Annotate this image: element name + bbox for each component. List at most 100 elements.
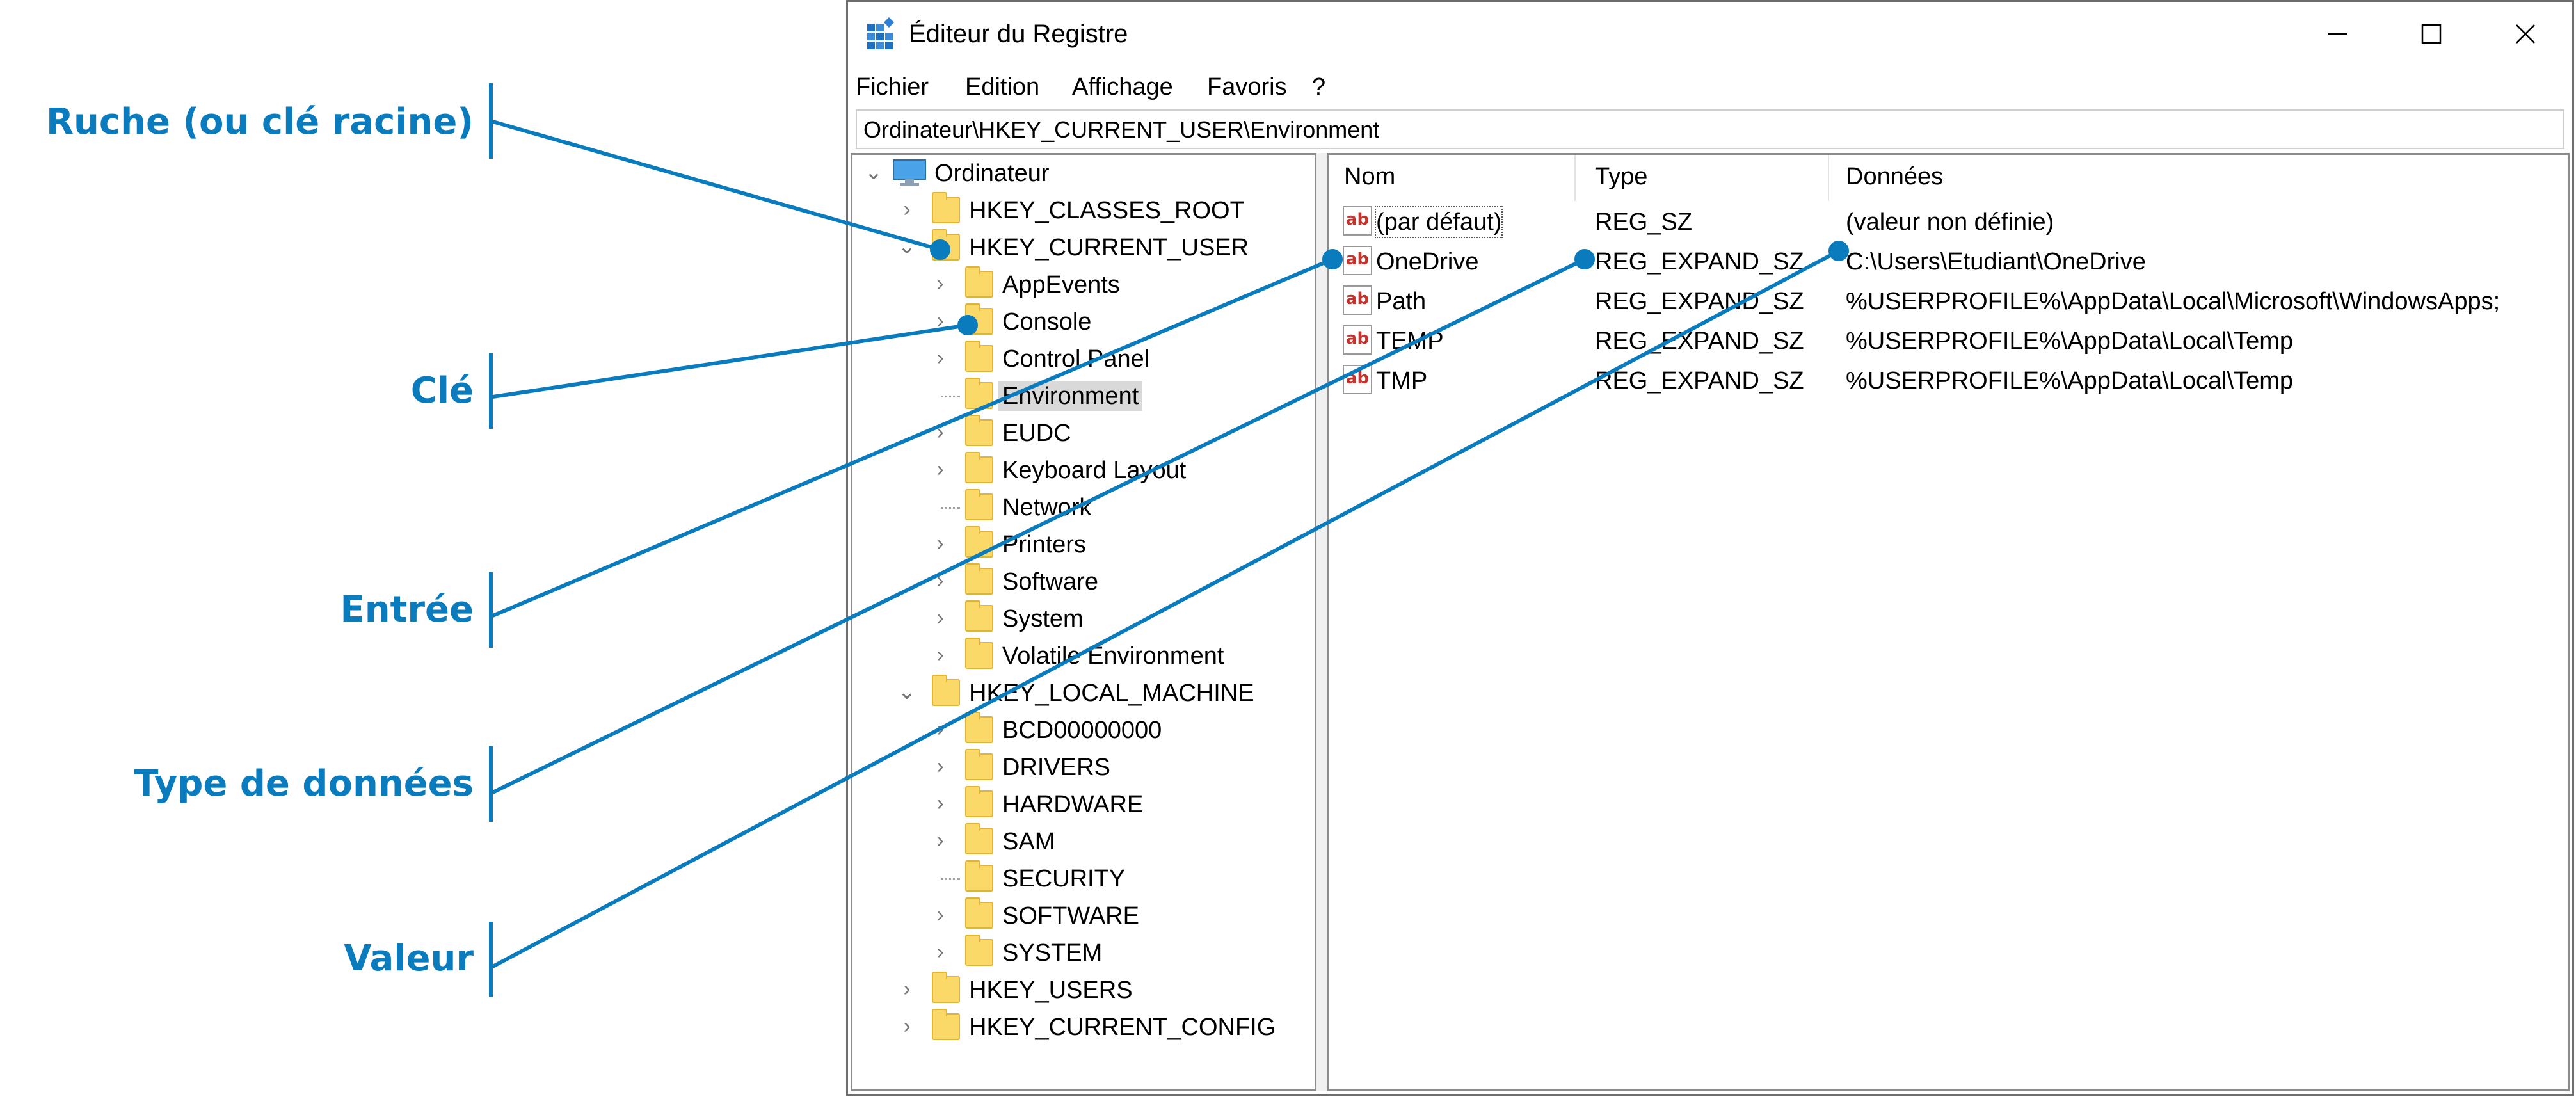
tree-node-key[interactable]: › Control Panel: [852, 341, 1315, 378]
tree-node-key[interactable]: › BCD00000000: [852, 712, 1315, 749]
value-row[interactable]: ab OneDrive REG_EXPAND_SZ C:\Users\Etudi…: [1329, 242, 2568, 282]
tree-node-key[interactable]: Network: [852, 489, 1315, 526]
folder-icon: [965, 935, 993, 966]
tree-label: SYSTEM: [1002, 940, 1103, 967]
tree-node-key[interactable]: › DRIVERS: [852, 749, 1315, 786]
tree-node-computer[interactable]: ⌄ Ordinateur: [852, 155, 1315, 192]
chevron-down-icon[interactable]: ⌄: [864, 160, 883, 184]
column-separator[interactable]: [1574, 155, 1576, 201]
chevron-right-icon[interactable]: ›: [936, 791, 944, 815]
tree-label: EUDC: [1002, 420, 1071, 447]
tree-label: HKEY_CLASSES_ROOT: [969, 197, 1245, 224]
value-row[interactable]: ab TEMP REG_EXPAND_SZ %USERPROFILE%\AppD…: [1329, 321, 2568, 361]
tree-connector: [941, 396, 960, 397]
menu-affichage[interactable]: Affichage: [1072, 74, 1173, 100]
tree-node-hive[interactable]: ⌄ HKEY_CURRENT_USER: [852, 229, 1315, 266]
string-value-icon: ab: [1343, 365, 1372, 394]
tree-node-hive[interactable]: › HKEY_CURRENT_CONFIG: [852, 1009, 1315, 1046]
tree-label: Control Panel: [1002, 346, 1150, 373]
menu-favoris[interactable]: Favoris: [1207, 74, 1287, 100]
close-button[interactable]: [2478, 2, 2572, 66]
tree-node-key[interactable]: › System: [852, 600, 1315, 638]
chevron-right-icon[interactable]: ›: [903, 1014, 911, 1038]
tree-node-key[interactable]: › Volatile Environment: [852, 638, 1315, 675]
tree-label: Volatile Environment: [1002, 643, 1224, 670]
menu-help[interactable]: ?: [1312, 74, 1326, 100]
value-row[interactable]: ab (par défaut) REG_SZ (valeur non défin…: [1329, 202, 2568, 242]
folder-icon: [965, 415, 993, 446]
tree-node-hive[interactable]: ⌄ HKEY_LOCAL_MACHINE: [852, 675, 1315, 712]
folder-icon: [965, 303, 993, 335]
annotation-bracket: [489, 922, 493, 997]
address-bar[interactable]: Ordinateur\HKEY_CURRENT_USER\Environment: [856, 109, 2564, 149]
maximize-button[interactable]: [2384, 2, 2478, 66]
tree-label: Environment: [998, 381, 1143, 411]
value-name: TMP: [1376, 367, 1428, 394]
tree-node-key[interactable]: › SYSTEM: [852, 935, 1315, 972]
value-row[interactable]: ab TMP REG_EXPAND_SZ %USERPROFILE%\AppDa…: [1329, 361, 2568, 401]
chevron-right-icon[interactable]: ›: [936, 717, 944, 741]
chevron-down-icon[interactable]: ⌄: [897, 680, 916, 704]
chevron-right-icon[interactable]: ›: [936, 754, 944, 778]
tree-node-key[interactable]: › HARDWARE: [852, 786, 1315, 823]
chevron-down-icon[interactable]: ⌄: [897, 234, 916, 259]
folder-icon: [932, 229, 960, 261]
tree-label: BCD00000000: [1002, 717, 1162, 744]
chevron-right-icon[interactable]: ›: [936, 828, 944, 853]
tree-connector: [941, 878, 960, 880]
string-value-icon: ab: [1343, 206, 1372, 236]
tree-node-key[interactable]: SECURITY: [852, 860, 1315, 897]
menu-fichier[interactable]: Fichier: [856, 74, 929, 100]
folder-icon: [965, 712, 993, 743]
chevron-right-icon[interactable]: ›: [936, 940, 944, 964]
chevron-right-icon[interactable]: ›: [936, 606, 944, 630]
key-tree-pane[interactable]: ⌄ Ordinateur › HKEY_CLASSES_ROOT ⌄ HKEY_…: [851, 153, 1316, 1091]
tree-node-key[interactable]: › Software: [852, 563, 1315, 600]
annotation-bracket: [489, 746, 493, 822]
menu-edition[interactable]: Edition: [965, 74, 1040, 100]
tree-label: HKEY_CURRENT_CONFIG: [969, 1014, 1276, 1041]
values-list-pane[interactable]: Nom Type Données ab (par défaut) REG_SZ …: [1327, 153, 2570, 1091]
tree-node-key[interactable]: › Printers: [852, 526, 1315, 563]
annotation-bracket: [489, 572, 493, 648]
folder-icon: [965, 452, 993, 483]
tree-node-key[interactable]: › SOFTWARE: [852, 897, 1315, 935]
tree-label: SOFTWARE: [1002, 902, 1139, 929]
minimize-button[interactable]: [2290, 2, 2384, 66]
chevron-right-icon[interactable]: ›: [936, 309, 944, 333]
chevron-right-icon[interactable]: ›: [936, 643, 944, 667]
tree-node-hive[interactable]: › HKEY_CLASSES_ROOT: [852, 192, 1315, 229]
tree-node-key[interactable]: › Console: [852, 303, 1315, 341]
chevron-right-icon[interactable]: ›: [936, 420, 944, 444]
column-header-name[interactable]: Nom: [1344, 163, 1396, 190]
column-separator[interactable]: [1828, 155, 1829, 201]
value-row[interactable]: ab Path REG_EXPAND_SZ %USERPROFILE%\AppD…: [1329, 282, 2568, 321]
tree-node-key[interactable]: › AppEvents: [852, 266, 1315, 303]
value-type: REG_EXPAND_SZ: [1595, 367, 1804, 394]
tree-node-key[interactable]: › EUDC: [852, 415, 1315, 452]
folder-icon: [965, 266, 993, 298]
annotation-value-label: Valeur: [344, 938, 474, 979]
chevron-right-icon[interactable]: ›: [936, 531, 944, 556]
chevron-right-icon[interactable]: ›: [903, 977, 911, 1001]
tree-label: AppEvents: [1002, 271, 1120, 298]
value-name: (par défaut): [1374, 206, 1503, 238]
chevron-right-icon[interactable]: ›: [936, 271, 944, 296]
chevron-right-icon[interactable]: ›: [903, 197, 911, 221]
tree-node-key[interactable]: › SAM: [852, 823, 1315, 860]
chevron-right-icon[interactable]: ›: [936, 457, 944, 481]
tree-label: Keyboard Layout: [1002, 457, 1187, 484]
chevron-right-icon[interactable]: ›: [936, 568, 944, 593]
value-type: REG_SZ: [1595, 209, 1693, 236]
tree-label: DRIVERS: [1002, 754, 1110, 781]
chevron-right-icon[interactable]: ›: [936, 346, 944, 370]
tree-node-hive[interactable]: › HKEY_USERS: [852, 972, 1315, 1009]
column-header-type[interactable]: Type: [1595, 163, 1648, 190]
title-bar[interactable]: Éditeur du Registre: [848, 2, 2572, 66]
tree-node-key[interactable]: › Keyboard Layout: [852, 452, 1315, 489]
chevron-right-icon[interactable]: ›: [936, 902, 944, 927]
pane-splitter[interactable]: [1316, 153, 1327, 1091]
tree-node-key-selected[interactable]: Environment: [852, 378, 1315, 415]
column-header-data[interactable]: Données: [1846, 163, 1944, 190]
tree-label: HKEY_LOCAL_MACHINE: [969, 680, 1254, 707]
